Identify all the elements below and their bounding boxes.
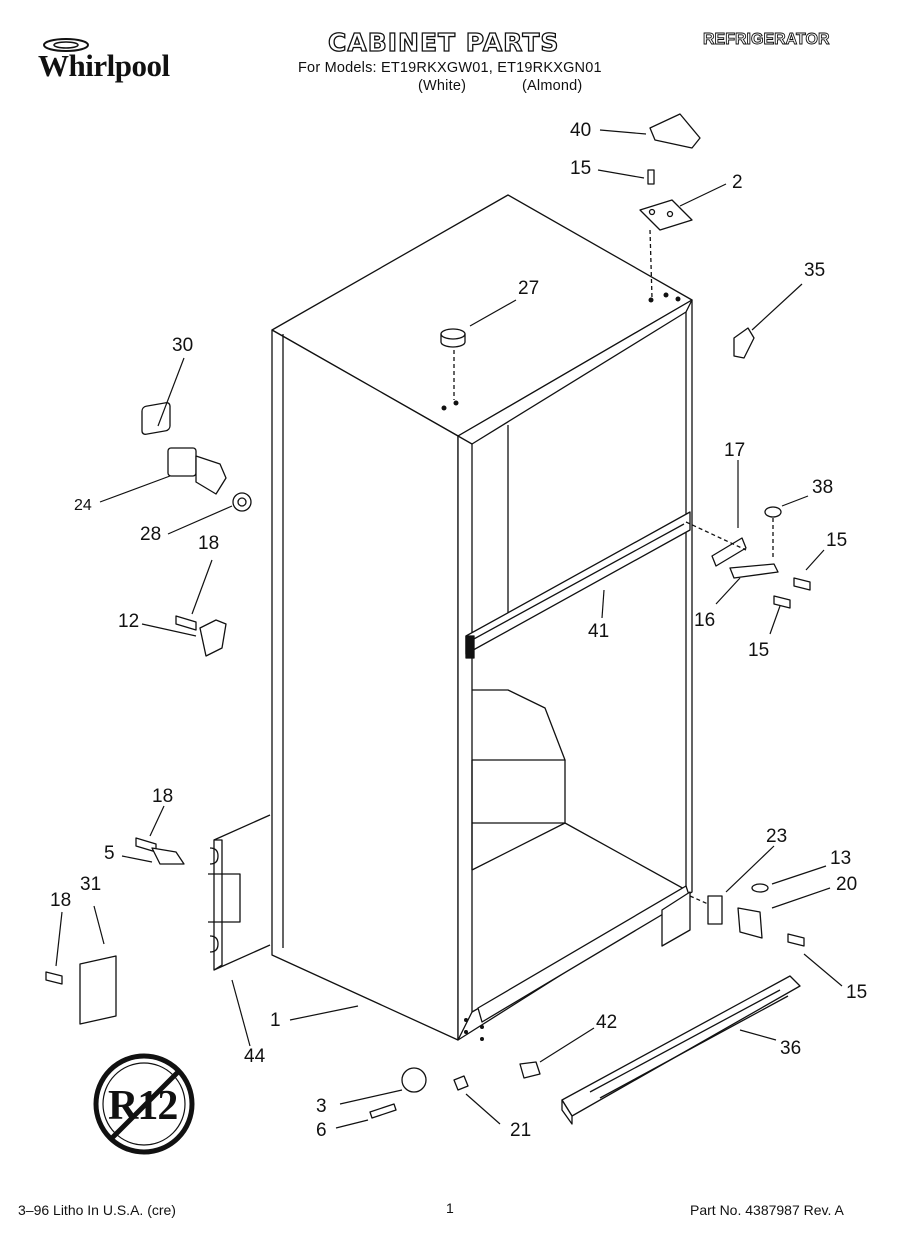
door-stop-3 <box>369 1067 469 1119</box>
model-numbers: For Models: ET19RKXGW01, ET19RKXGN01 <box>298 60 602 76</box>
callout-16: 16 <box>694 610 716 631</box>
callout-3: 3 <box>316 1096 327 1117</box>
bezel-30 <box>141 402 171 435</box>
callout-20: 20 <box>836 874 858 895</box>
callout-1: 1 <box>270 1010 281 1031</box>
callout-28: 28 <box>140 524 162 545</box>
light-socket-24 <box>167 447 227 495</box>
cover-31 <box>45 955 117 1025</box>
callout-42: 42 <box>596 1012 618 1033</box>
lower-hinge-20 <box>689 883 805 947</box>
divider-rail-41 <box>465 511 691 659</box>
center-hinge-16-17 <box>685 506 811 609</box>
callout-23: 23 <box>766 826 788 847</box>
toe-grille-36 <box>561 975 801 1125</box>
variant-almond: (Almond) <box>522 78 583 94</box>
bottom-rail <box>477 885 691 1023</box>
screw-15a <box>647 169 655 185</box>
callout-24: 24 <box>74 497 92 514</box>
bracket-5 <box>135 837 185 865</box>
callout-15: 15 <box>748 640 770 661</box>
leader-lines <box>55 129 843 1129</box>
cap-40 <box>649 113 701 149</box>
callout-12: 12 <box>118 611 140 632</box>
callout-44: 44 <box>244 1046 266 1067</box>
brand-name: Whirlpool <box>38 48 170 83</box>
callout-18: 18 <box>152 786 174 807</box>
callout-6: 6 <box>316 1120 327 1141</box>
page-number: 1 <box>446 1200 454 1216</box>
whirlpool-swirl-icon <box>43 38 89 52</box>
callout-40: 40 <box>570 120 592 141</box>
callout-18: 18 <box>198 533 220 554</box>
callout-41: 41 <box>588 621 610 642</box>
callout-15: 15 <box>826 530 848 551</box>
callout-18: 18 <box>50 890 72 911</box>
page-title: CABINET PARTS <box>327 27 560 57</box>
callout-27: 27 <box>518 278 540 299</box>
bracket-12 <box>175 615 227 657</box>
callout-21: 21 <box>510 1120 532 1141</box>
appliance-type: REFRIGERATOR <box>703 31 830 49</box>
part-number: Part No. 4387987 Rev. A <box>690 1202 844 1218</box>
callout-13: 13 <box>830 848 852 869</box>
no-r12-badge <box>93 1053 195 1155</box>
whirlpool-logo: Whirlpool <box>30 34 180 84</box>
hinge-2 <box>639 199 693 299</box>
callout-5: 5 <box>104 843 115 864</box>
callout-2: 2 <box>732 172 743 193</box>
r12-badge-text: R12 <box>108 1083 178 1129</box>
callout-35: 35 <box>804 260 826 281</box>
callout-15: 15 <box>570 158 592 179</box>
variant-white: (White) <box>418 78 467 94</box>
callout-38: 38 <box>812 477 834 498</box>
callout-36: 36 <box>780 1038 802 1059</box>
cabinet-body <box>271 194 693 1041</box>
plug-27 <box>440 328 466 400</box>
callout-15: 15 <box>846 982 868 1003</box>
ring-28 <box>232 492 252 512</box>
footer-print-info: 3–96 Litho In U.S.A. (cre) <box>18 1202 176 1218</box>
callout-31: 31 <box>80 874 102 895</box>
hinge-cover-35 <box>733 327 755 359</box>
callout-30: 30 <box>172 335 194 356</box>
side-trim-44 <box>208 814 271 971</box>
callout-17: 17 <box>724 440 746 461</box>
clip-42 <box>519 1061 541 1079</box>
